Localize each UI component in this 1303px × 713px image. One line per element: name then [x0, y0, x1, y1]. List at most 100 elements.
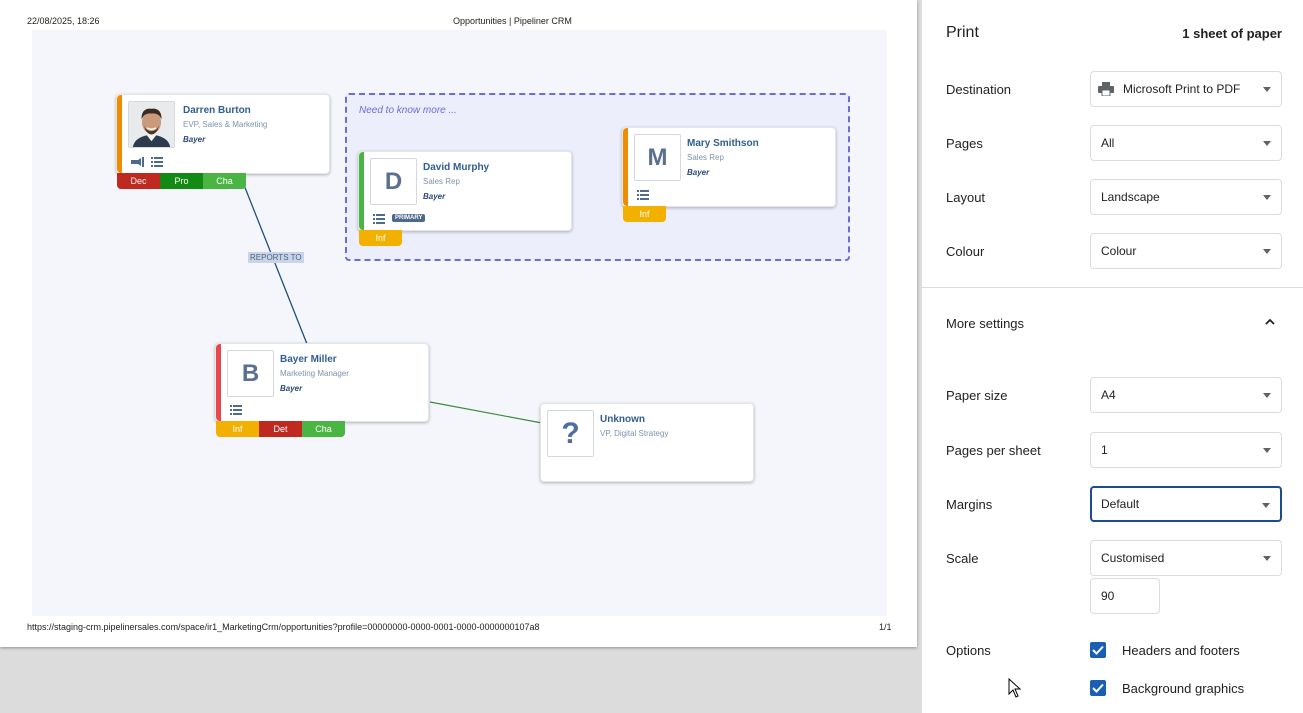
print-settings-panel: Print 1 sheet of paper Destination Micro… [922, 0, 1303, 713]
colour-value: Colour [1101, 244, 1137, 258]
checkmark-icon [1092, 683, 1104, 693]
contact-role: Marketing Manager [280, 369, 349, 378]
avatar-unknown: ? [547, 410, 594, 457]
paper-size-value: A4 [1101, 388, 1116, 402]
card-icons [131, 157, 163, 167]
tag-dec: Dec [117, 173, 160, 189]
contact-card-darren-burton[interactable]: Darren Burton EVP, Sales & Marketing Bay… [116, 94, 330, 174]
list-icon [637, 190, 649, 200]
background-graphics-label[interactable]: Background graphics [1122, 681, 1245, 696]
more-settings-toggle[interactable]: More settings [946, 316, 1025, 331]
group-label: Need to know more ... [359, 105, 457, 116]
sheet-count: 1 sheet of paper [1182, 26, 1282, 41]
card-accent-bar [216, 344, 221, 421]
contact-name: David Murphy [423, 162, 490, 173]
paper-size-select[interactable]: A4 [1090, 377, 1282, 413]
avatar-initial: B [227, 350, 274, 397]
relation-label: REPORTS TO [248, 252, 304, 263]
tag-inf: Inf [359, 230, 402, 246]
scale-select[interactable]: Customised [1090, 540, 1282, 576]
avatar-initial: M [634, 134, 681, 181]
contact-card-bayer-miller[interactable]: B Bayer Miller Marketing Manager Bayer [215, 343, 429, 422]
section-divider [922, 287, 1303, 288]
contact-company: Bayer [687, 168, 710, 177]
contact-company: Bayer [183, 135, 206, 144]
header-datetime: 22/08/2025, 18:26 [27, 16, 100, 26]
contact-card-unknown[interactable]: ? Unknown VP, Digital Strategy [540, 403, 754, 482]
tag-pro: Pro [160, 173, 203, 189]
destination-label: Destination [946, 82, 1012, 97]
list-icon [373, 214, 385, 224]
headers-footers-label[interactable]: Headers and footers [1122, 643, 1240, 658]
pages-per-sheet-value: 1 [1101, 443, 1108, 457]
contact-role: Sales Rep [423, 177, 460, 186]
tag-cha: Cha [203, 173, 246, 189]
dropdown-caret-icon [1263, 249, 1271, 254]
card-accent-bar [359, 152, 364, 230]
role-tags-bayer: Inf Det Cha [216, 421, 345, 437]
dropdown-caret-icon [1262, 503, 1270, 508]
contact-company: Bayer [280, 384, 303, 393]
dropdown-caret-icon [1263, 448, 1271, 453]
pages-value: All [1101, 136, 1115, 150]
contact-company: Bayer [423, 192, 446, 201]
checkmark-icon [1092, 645, 1104, 655]
layout-select[interactable]: Landscape [1090, 179, 1282, 215]
link-darren-bayer [243, 184, 308, 345]
scale-custom-input[interactable]: 90 [1090, 578, 1160, 614]
list-icon [230, 405, 242, 415]
link-bayer-unknown [429, 401, 543, 424]
layout-label: Layout [946, 190, 986, 205]
pages-label: Pages [946, 136, 983, 151]
contact-name: Mary Smithson [687, 138, 759, 149]
contact-role: VP, Digital Strategy [600, 429, 669, 438]
scale-value: Customised [1101, 551, 1165, 565]
footer-page-number: 1/1 [879, 622, 892, 632]
margins-value: Default [1101, 497, 1140, 511]
card-accent-bar [623, 128, 628, 206]
contact-name: Unknown [600, 414, 645, 425]
role-tags-darren: Dec Pro Cha [117, 173, 246, 189]
printer-icon [1098, 82, 1114, 96]
card-icons [230, 405, 242, 415]
role-tags-mary: Inf [623, 206, 666, 222]
print-title: Print [946, 24, 979, 41]
background-graphics-checkbox[interactable] [1090, 680, 1106, 696]
card-icons [637, 190, 649, 200]
avatar [128, 101, 175, 148]
card-icons [373, 214, 385, 224]
role-tags-david: Inf [359, 230, 402, 246]
pages-select[interactable]: All [1090, 125, 1282, 161]
contact-role: Sales Rep [687, 153, 724, 162]
contact-name: Bayer Miller [280, 354, 337, 365]
org-chart-canvas: Need to know more ... REPORTS TO Darren … [32, 30, 887, 616]
pages-per-sheet-label: Pages per sheet [946, 443, 1041, 458]
contact-card-david-murphy[interactable]: D David Murphy Sales Rep Bayer PRIMARY [358, 151, 572, 231]
pages-per-sheet-select[interactable]: 1 [1090, 432, 1282, 468]
colour-label: Colour [946, 244, 985, 259]
headers-footers-checkbox[interactable] [1090, 642, 1106, 658]
colour-select[interactable]: Colour [1090, 233, 1282, 269]
scale-label: Scale [946, 551, 979, 566]
dropdown-caret-icon [1263, 393, 1271, 398]
question-mark-icon: ? [561, 416, 580, 450]
mouse-cursor-icon [1008, 678, 1022, 698]
dropdown-caret-icon [1263, 556, 1271, 561]
tag-inf: Inf [216, 421, 259, 437]
contact-role: EVP, Sales & Marketing [183, 120, 268, 129]
layout-value: Landscape [1101, 190, 1160, 204]
paper-size-label: Paper size [946, 388, 1008, 403]
card-accent-bar [117, 95, 122, 173]
contact-card-mary-smithson[interactable]: M Mary Smithson Sales Rep Bayer [622, 127, 836, 207]
destination-select[interactable]: Microsoft Print to PDF [1090, 71, 1282, 107]
destination-value: Microsoft Print to PDF [1123, 82, 1241, 96]
margins-select[interactable]: Default [1090, 486, 1282, 522]
primary-badge: PRIMARY [392, 214, 426, 222]
dropdown-caret-icon [1263, 87, 1271, 92]
contact-name: Darren Burton [183, 105, 251, 116]
tag-cha: Cha [302, 421, 345, 437]
list-icon [151, 157, 163, 167]
dropdown-caret-icon [1263, 141, 1271, 146]
chevron-up-icon[interactable] [1264, 316, 1276, 328]
footer-url: https://staging-crm.pipelinersales.com/s… [27, 622, 540, 632]
